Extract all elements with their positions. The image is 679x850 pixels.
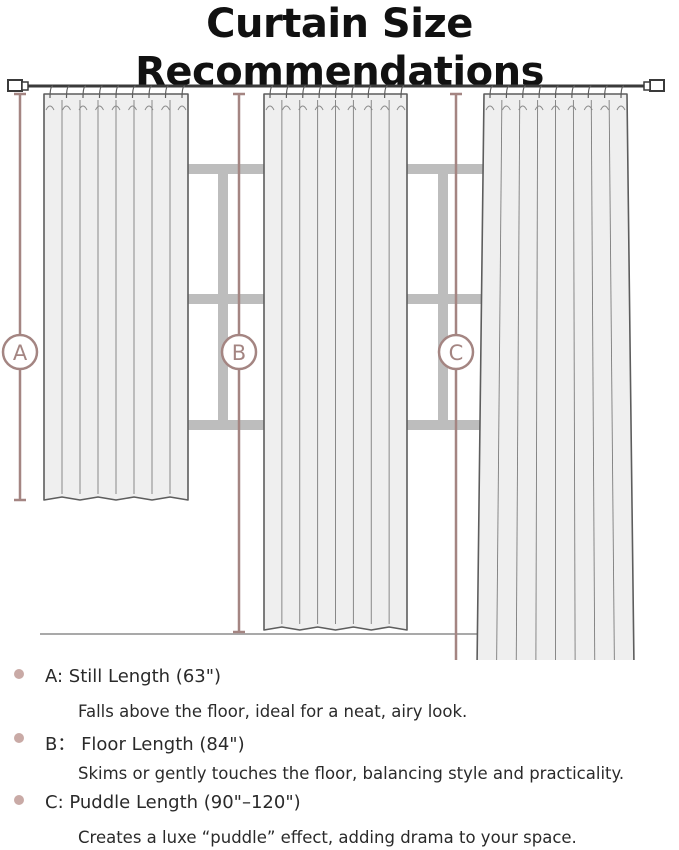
curtains (43, 85, 635, 660)
legend-description: Falls above the floor, ideal for a neat,… (78, 702, 468, 721)
bullet-icon (14, 733, 24, 743)
legend-label: B： Floor Length (84") (45, 734, 245, 755)
legend-label: A: Still Length (63") (45, 666, 222, 687)
bullet-icon (14, 795, 24, 805)
curtain-rod (7, 79, 665, 92)
curtain-diagram: A B C (1, 79, 665, 660)
marker-letter: B (232, 341, 246, 365)
dimension-marker-a: A (1, 92, 39, 502)
dimension-marker-c: C (437, 92, 475, 660)
marker-letter: A (13, 341, 28, 365)
legend-description: Skims or gently touches the floor, balan… (78, 764, 625, 783)
dimension-markers: A B C (1, 92, 475, 660)
marker-letter: C (449, 341, 464, 365)
dimension-marker-b: B (220, 92, 258, 634)
curtain-panel-c (476, 85, 635, 660)
legend-label: C: Puddle Length (90"–120") (45, 792, 301, 813)
legend-description: Creates a luxe “puddle” effect, adding d… (78, 828, 577, 847)
curtain-panel-b (263, 85, 408, 631)
bullet-icon (14, 669, 24, 679)
curtain-panel-a (43, 85, 189, 501)
